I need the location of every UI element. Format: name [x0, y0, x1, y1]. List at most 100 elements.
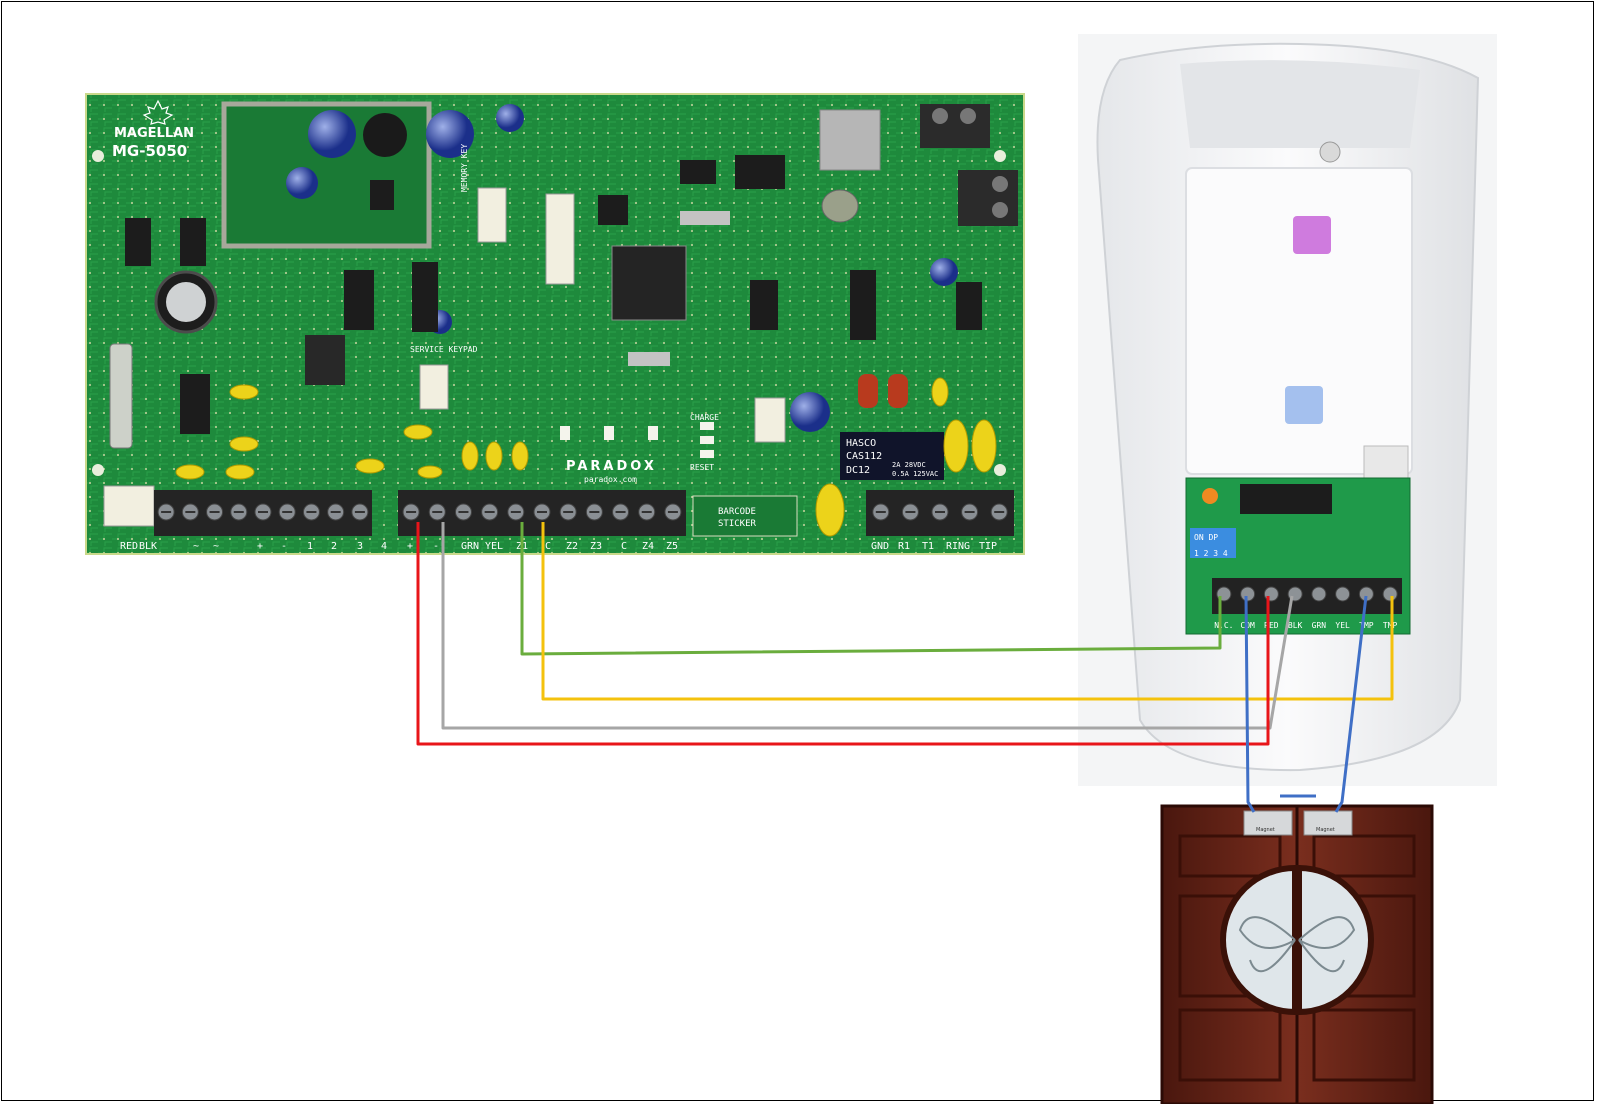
terminal-group-label: BELL [259, 555, 281, 565]
terminal-label: + [257, 541, 263, 552]
detector-terminal-screw [1263, 586, 1279, 602]
terminal-label: GND [871, 541, 889, 552]
terminal-label: + [407, 541, 413, 552]
header-connectors [419, 187, 786, 443]
detector-terminal-label: N.C. [1214, 621, 1233, 630]
service-keypad-label: SERVICE KEYPAD [410, 345, 478, 354]
detector-terminal-label: BLK [1288, 621, 1303, 630]
model-label: MG-5050 [112, 142, 187, 160]
wiring [416, 522, 1394, 813]
terminal-label: - [433, 541, 439, 552]
terminal-label: Z2 [566, 541, 578, 552]
terminal-label: - [281, 541, 287, 552]
terminal-label: 3 [357, 541, 363, 552]
capacitors-red [858, 374, 908, 408]
terminal-label: 1 [307, 541, 313, 552]
relay-model: CAS112 [846, 451, 882, 462]
terminal-label: ~ [193, 541, 199, 552]
detector-terminal-label: GRN [1312, 621, 1327, 630]
detector-terminal-block [1212, 578, 1402, 614]
paradox-label: PARADOX [566, 459, 657, 474]
relay-coil: DC12 [846, 465, 870, 476]
magnet-left [1243, 810, 1293, 836]
memory-key-label: MEMORY KEY [460, 144, 469, 192]
detector-pot [1202, 488, 1218, 504]
terminal-label: C [621, 541, 627, 552]
detector-terminal-label: TMP [1359, 621, 1374, 630]
sensor-cover [1185, 167, 1413, 475]
door-panels [1178, 834, 1416, 1082]
yellow-wire [541, 522, 1394, 701]
terminal-label: 4 [381, 541, 387, 552]
alarm-control-panel: MAGELLAN MG-5050 [85, 93, 1025, 565]
dip-on-label: ON DP [1194, 533, 1218, 542]
blue-wire-com [1244, 595, 1256, 813]
door-magnet-contacts: Magnet Magnet [1243, 810, 1353, 836]
detector-terminal-label: TMP [1383, 621, 1398, 630]
barcode-label-line1: BARCODE [718, 507, 756, 517]
detector-terminal-label: RED [1264, 621, 1279, 630]
door-oval-glass [1220, 864, 1374, 1016]
detector-terminal-screw [1382, 586, 1398, 602]
detector-terminal-screw [1335, 586, 1351, 602]
crystal [821, 189, 859, 223]
battery-connector [103, 485, 155, 527]
detector-terminal-screw [1240, 586, 1256, 602]
website-label: paradox.com [584, 475, 637, 484]
terminal-group-label: BATT [128, 555, 150, 565]
terminal-label: T1 [922, 541, 934, 552]
terminal-label: YEL [485, 541, 503, 552]
terminal-label: TIP [979, 541, 997, 552]
magnet-left-label: Magnet [1256, 827, 1275, 833]
detector-terminal-screw [1311, 586, 1327, 602]
magnet-right [1303, 810, 1353, 836]
sensor-window-purple [1293, 216, 1331, 254]
status-leds [560, 422, 714, 458]
terminal-label: Z3 [590, 541, 602, 552]
varistors [175, 377, 997, 537]
terminal-blocks [154, 490, 1014, 536]
mounting-holes [92, 150, 1006, 476]
red-wire [416, 522, 1270, 746]
double-door: Magnet Magnet [1160, 804, 1434, 1104]
barcode-label-line2: STICKER [718, 519, 757, 529]
dip-switch [1190, 528, 1236, 558]
relay-rating-dc: 2A 28VDC [892, 461, 926, 469]
terminal-label: ~ [213, 541, 219, 552]
green-wire [520, 522, 1222, 656]
gray-wire [441, 522, 1294, 730]
terminal-label: RED [120, 541, 138, 552]
blue-wire-tmp [1334, 595, 1368, 813]
capacitors [154, 104, 958, 432]
magellan-logo: MAGELLAN MG-5050 [112, 99, 194, 160]
terminal-label: C [545, 541, 551, 552]
brand-label: MAGELLAN [114, 126, 194, 141]
terminal-group-label: AC [201, 555, 212, 565]
terminal-group-label: PGM-OUT [301, 555, 340, 565]
housing-top-recess [1180, 60, 1420, 148]
terminal-group-label: AUX [424, 555, 441, 565]
ic-chips [125, 109, 982, 434]
barcode-sticker-area [692, 495, 798, 537]
magnet-right-label: Magnet [1316, 827, 1335, 833]
fuse [109, 343, 133, 449]
mounting-screw [1319, 141, 1341, 163]
terminal-label: R1 [898, 541, 910, 552]
terminal-label: 2 [331, 541, 337, 552]
dip-number-label: 1 2 3 4 [1194, 549, 1228, 558]
relay: HASCO CAS112 DC12 2A 28VDC 0.5A 125VAC [840, 432, 944, 480]
terminal-label: Z4 [642, 541, 654, 552]
terminal-label: Z5 [666, 541, 678, 552]
terminal-label: GRN [461, 541, 479, 552]
charge-label: CHARGE [690, 413, 719, 422]
terminal-label: BLK [139, 541, 157, 552]
relay-rating-ac: 0.5A 125VAC [892, 470, 938, 478]
reset-label: RESET [690, 463, 714, 472]
terminal-label: RING [946, 541, 970, 552]
sensor-window-blue [1285, 386, 1323, 424]
detector-chip [1240, 484, 1332, 514]
telephone-jack-terminals [920, 104, 1018, 226]
